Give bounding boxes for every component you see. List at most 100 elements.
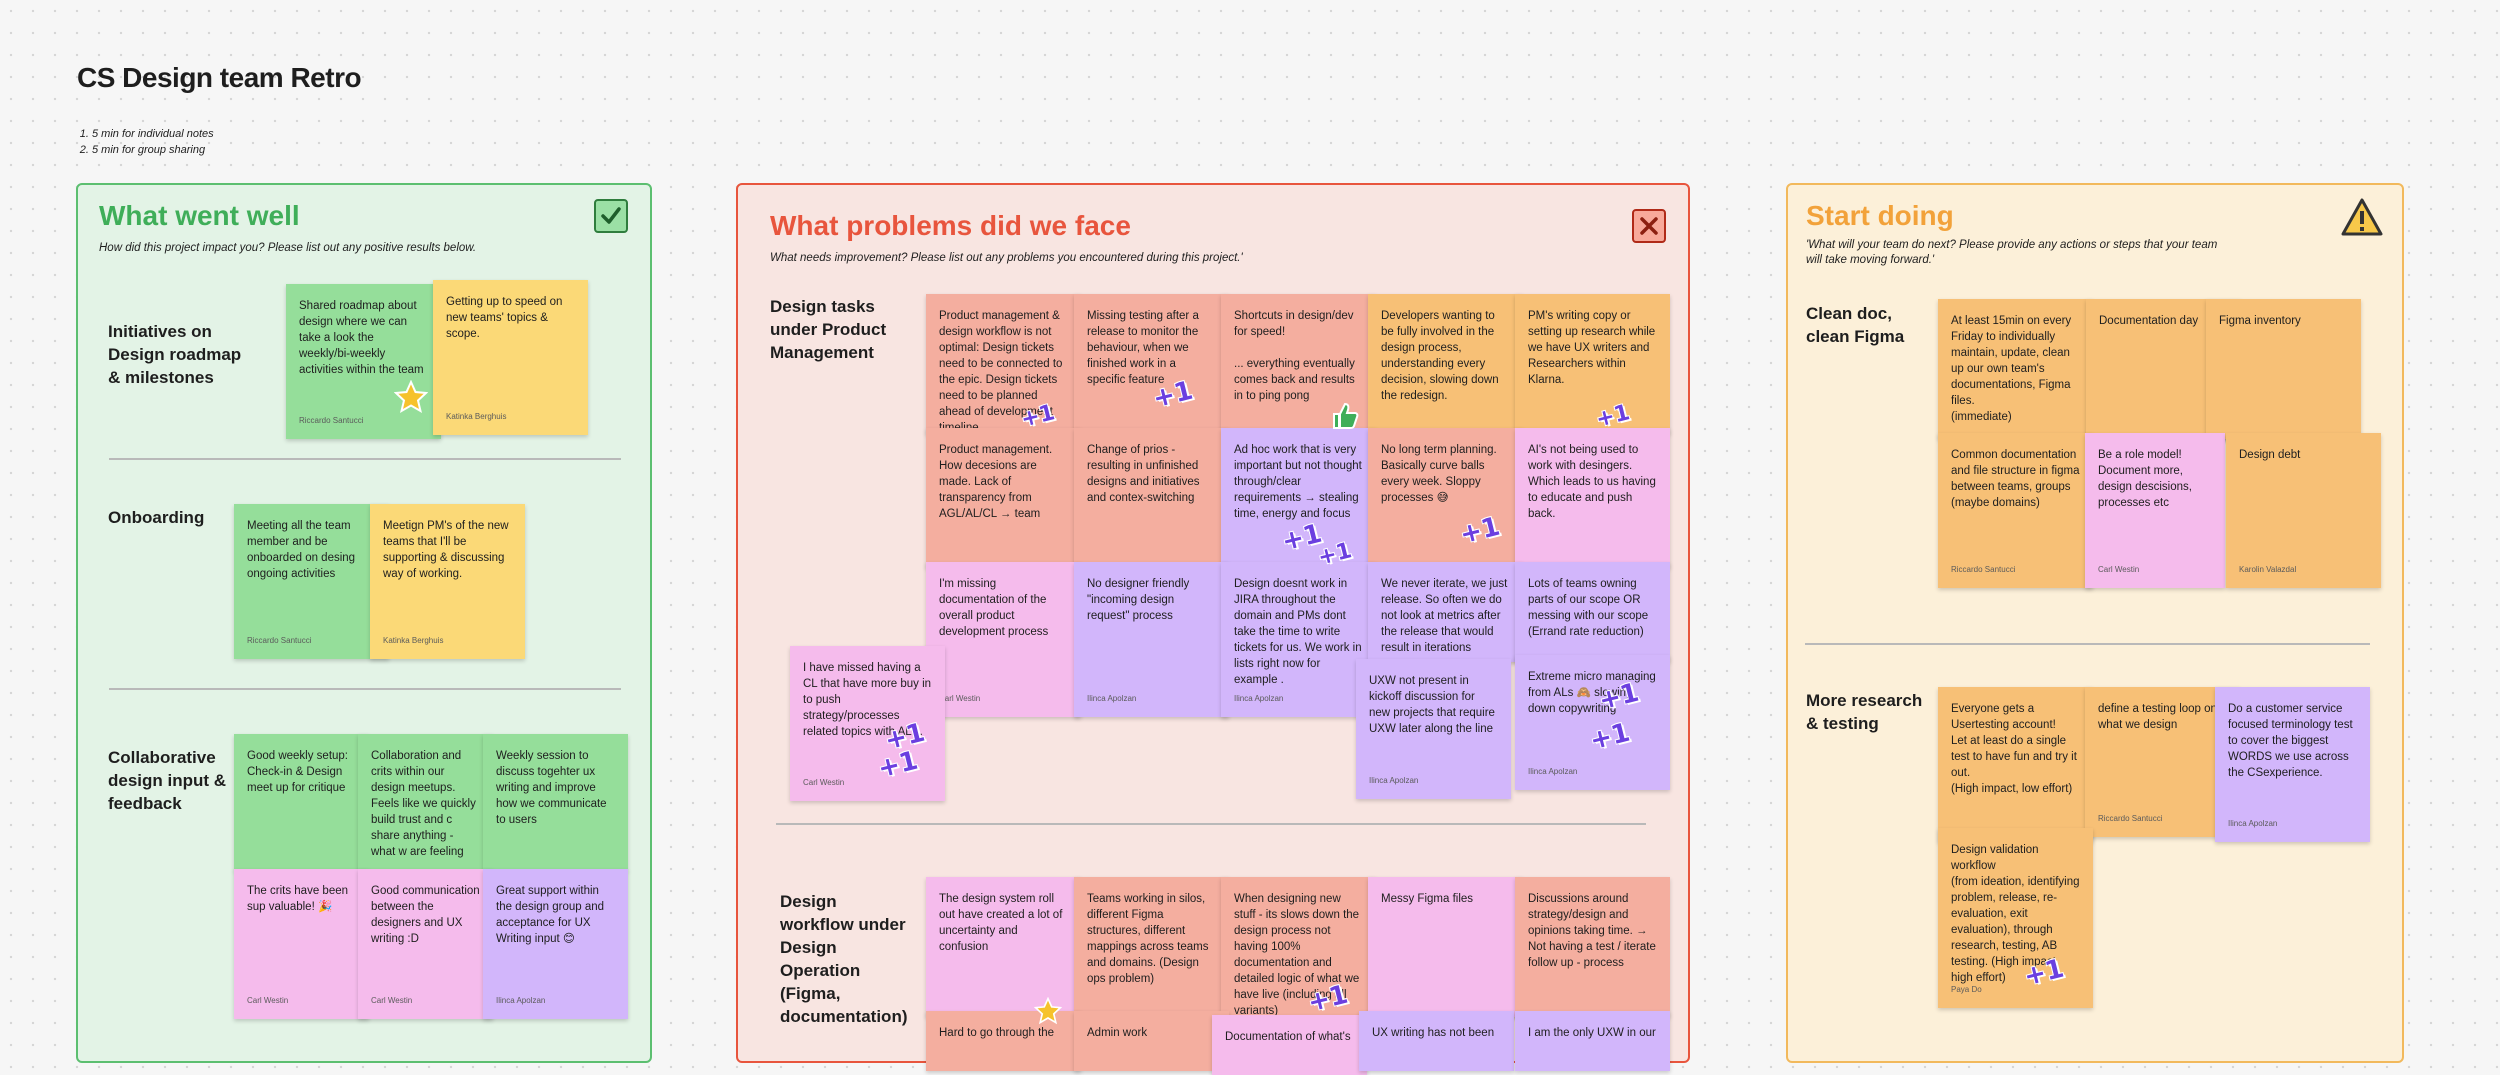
sticky-note[interactable]: Everyone gets a Usertesting account! Let…: [1938, 687, 2093, 842]
sticky-note[interactable]: define a testing loop on what we design …: [2085, 687, 2240, 837]
sticky-note[interactable]: I'm missing documentation of the overall…: [926, 562, 1081, 717]
sticky-note[interactable]: Product management. How decesions are ma…: [926, 428, 1081, 568]
warning-icon: [2341, 198, 2383, 236]
note-author: Paya Do: [1951, 985, 1982, 994]
note-text: Getting up to speed on new teams' topics…: [446, 296, 563, 340]
note-text: Do a customer service focused terminolog…: [2228, 703, 2353, 779]
note-text: Shortcuts in design/dev for speed! ... e…: [1234, 310, 1355, 402]
sticky-note[interactable]: Teams working in silos, different Figma …: [1074, 877, 1229, 1017]
note-author: Katinka Berghuis: [446, 412, 507, 421]
note-text: Product management & design workflow is …: [939, 310, 1063, 434]
sticky-note[interactable]: Discussions around strategy/design and o…: [1515, 877, 1670, 1017]
note-author: Ilinca Apolzan: [1528, 767, 1578, 776]
note-text: At least 15min on every Friday to indivi…: [1951, 315, 2072, 423]
sticky-note[interactable]: UX writing has not been: [1359, 1011, 1514, 1071]
note-text: Meetign PM's of the new teams that I'll …: [383, 520, 509, 580]
note-author: Karolin Valazdal: [2239, 565, 2297, 574]
note-author: Ilinca Apolzan: [1087, 694, 1137, 703]
section-title: What problems did we face: [770, 210, 1131, 241]
sticky-note[interactable]: Meeting all the team member and be onboa…: [234, 504, 389, 659]
note-text: Design debt: [2239, 449, 2301, 461]
sticky-note[interactable]: PM's writing copy or setting up research…: [1515, 294, 1670, 434]
sticky-note[interactable]: Ad hoc work that is very important but n…: [1221, 428, 1376, 568]
note-text: Extreme micro managing from ALs 🙈 slowin…: [1528, 671, 1656, 715]
note-text: Great support within the design group an…: [496, 885, 605, 945]
note-author: Ilinca Apolzan: [1234, 694, 1284, 703]
note-text: Figma inventory: [2219, 315, 2301, 327]
sticky-note[interactable]: Developers wanting to be fully involved …: [1368, 294, 1523, 434]
section-start-doing[interactable]: Start doing 'What will your team do next…: [1786, 183, 2404, 1063]
sticky-note[interactable]: Design debt Karolin Valazdal: [2226, 433, 2381, 588]
note-author: Carl Westin: [247, 996, 289, 1005]
note-text: Teams working in silos, different Figma …: [1087, 893, 1209, 985]
note-text: Lots of teams owning parts of our scope …: [1528, 578, 1649, 638]
note-text: Product management. How decesions are ma…: [939, 444, 1053, 520]
sticky-note[interactable]: Shortcuts in design/dev for speed! ... e…: [1221, 294, 1376, 434]
note-text: UXW not present in kickoff discussion fo…: [1369, 675, 1495, 735]
group-title: Clean doc, clean Figma: [1806, 304, 1905, 346]
group-title: Design workflow under Design Operation (…: [780, 892, 908, 1026]
group-title: Design tasks under Product Management: [770, 297, 887, 362]
note-text: Design doesnt work in JIRA throughout th…: [1234, 578, 1362, 686]
note-author: Ilinca Apolzan: [2228, 819, 2278, 828]
sticky-note[interactable]: The design system roll out have created …: [926, 877, 1081, 1017]
note-author: Carl Westin: [939, 694, 981, 703]
sticky-note[interactable]: UXW not present in kickoff discussion fo…: [1356, 659, 1511, 799]
note-author: Carl Westin: [371, 996, 413, 1005]
instruction-step: 5 min for individual notes: [92, 126, 214, 142]
sticky-note[interactable]: Design doesnt work in JIRA throughout th…: [1221, 562, 1376, 717]
sticky-note[interactable]: Be a role model! Document more, design d…: [2085, 433, 2225, 588]
sticky-note[interactable]: I have missed having a CL that have more…: [790, 646, 945, 801]
note-text: AI's not being used to work with desinge…: [1528, 444, 1656, 520]
note-text: Everyone gets a Usertesting account! Let…: [1951, 703, 2077, 795]
sticky-note[interactable]: Lots of teams owning parts of our scope …: [1515, 562, 1670, 662]
section-what-problems-did-we-face[interactable]: What problems did we face What needs imp…: [736, 183, 1690, 1075]
note-text: define a testing loop on what we design: [2098, 703, 2217, 731]
sticky-note[interactable]: No long term planning. Basically curve b…: [1368, 428, 1523, 568]
sticky-note[interactable]: At least 15min on every Friday to indivi…: [1938, 299, 2093, 439]
sticky-note[interactable]: Common documentation and file structure …: [1938, 433, 2093, 588]
group-title: Onboarding: [108, 508, 205, 527]
sticky-note[interactable]: The crits have been sup valuable! 🎉 Carl…: [234, 869, 369, 1019]
sticky-note[interactable]: Documentation of what's: [1212, 1015, 1367, 1075]
section-what-went-well[interactable]: What went well How did this project impa…: [76, 183, 652, 1063]
sticky-note[interactable]: No designer friendly "incoming design re…: [1074, 562, 1229, 717]
note-text: Change of prios - resulting in unfinishe…: [1087, 444, 1200, 504]
sticky-note[interactable]: We never iterate, we just release. So of…: [1368, 562, 1523, 662]
sticky-note[interactable]: Weekly session to discuss togehter ux wr…: [483, 734, 628, 871]
section-subtitle: What needs improvement? Please list out …: [770, 252, 1243, 264]
star-sticker-icon: [1034, 997, 1062, 1025]
sticky-note[interactable]: Messy Figma files: [1368, 877, 1523, 1017]
thumbs-up-sticker-icon: [1333, 402, 1359, 429]
sticky-note[interactable]: AI's not being used to work with desinge…: [1515, 428, 1670, 568]
sticky-note[interactable]: Great support within the design group an…: [483, 869, 628, 1019]
group-title: Initiatives on Design roadmap & mileston…: [108, 322, 242, 387]
sticky-note[interactable]: Good weekly setup: Check-in & Design mee…: [234, 734, 369, 871]
note-author: Katinka Berghuis: [383, 636, 444, 645]
sticky-note[interactable]: When designing new stuff - its slows dow…: [1221, 877, 1376, 1017]
sticky-note[interactable]: Missing testing after a release to monit…: [1074, 294, 1229, 434]
note-text: Be a role model! Document more, design d…: [2098, 449, 2192, 509]
note-author: Riccardo Santucci: [2098, 814, 2163, 823]
sticky-note[interactable]: Collaboration and crits within our desig…: [358, 734, 493, 871]
sticky-note[interactable]: Product management & design workflow is …: [926, 294, 1081, 434]
sticky-note[interactable]: Getting up to speed on new teams' topics…: [433, 280, 588, 435]
close-box-icon: [1632, 209, 1666, 243]
note-author: Carl Westin: [2098, 565, 2140, 574]
sticky-note[interactable]: Meetign PM's of the new teams that I'll …: [370, 504, 525, 659]
board-title: CS Design team Retro: [77, 62, 362, 93]
sticky-note[interactable]: Design validation workflow (from ideatio…: [1938, 828, 2093, 1008]
sticky-note[interactable]: Admin work: [1074, 1011, 1229, 1071]
sticky-note[interactable]: Shared roadmap about design where we can…: [286, 284, 441, 439]
section-subtitle: 'What will your team do next? Please pro…: [1806, 239, 2218, 266]
note-text: PM's writing copy or setting up research…: [1528, 310, 1656, 386]
note-text: We never iterate, we just release. So of…: [1381, 578, 1508, 654]
sticky-note[interactable]: Change of prios - resulting in unfinishe…: [1074, 428, 1229, 568]
sticky-note[interactable]: Figma inventory: [2206, 299, 2361, 439]
sticky-note[interactable]: Do a customer service focused terminolog…: [2215, 687, 2370, 842]
sticky-note[interactable]: Good communication between the designers…: [358, 869, 493, 1019]
sticky-note[interactable]: Extreme micro managing from ALs 🙈 slowin…: [1515, 655, 1670, 790]
group-divider: [109, 688, 621, 690]
note-text: Design validation workflow (from ideatio…: [1951, 844, 2080, 984]
sticky-note[interactable]: I am the only UXW in our: [1515, 1011, 1670, 1071]
